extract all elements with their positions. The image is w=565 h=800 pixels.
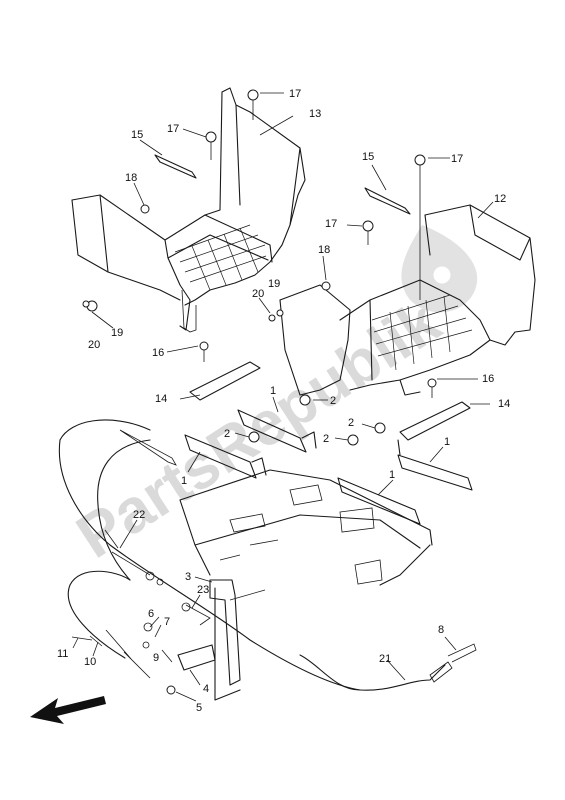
left-footrest [71,87,306,333]
bolts [82,89,437,695]
callout-22: 22 [133,509,145,521]
watermark-gear-icon [401,225,478,313]
nut-20b [268,314,276,322]
callout-2a: 2 [330,395,336,407]
bolt-2b [248,431,260,443]
callout-3: 3 [185,571,191,583]
washer-19b [276,309,284,317]
callout-12: 12 [494,193,506,205]
bolt-16b [427,378,437,398]
callout-21: 21 [379,653,391,665]
bolt-2a [299,394,311,406]
callout-18a: 18 [125,172,137,184]
callout-2c: 2 [323,433,329,445]
callout-16b: 16 [482,373,494,385]
callout-17c: 17 [451,153,463,165]
callout-13: 13 [309,108,321,120]
callout-20b: 20 [88,339,100,351]
callout-20a: 20 [252,288,264,300]
bolt-17b [205,131,217,160]
callout-16a: 16 [152,347,164,359]
callout-labels: 17 13 17 15 15 17 18 12 17 18 19 20 19 2… [57,88,510,714]
pedal-assembly [71,579,241,701]
callout-14a: 14 [155,393,167,405]
callout-18b: 18 [318,244,330,256]
callout-8: 8 [438,624,444,636]
callout-11: 11 [57,648,68,660]
bolt-17c [414,154,426,300]
callout-1a: 1 [270,385,276,397]
callout-19b: 19 [111,327,123,339]
bolt-18b [321,281,331,291]
callout-1b: 1 [444,436,450,448]
cable-21 [299,643,477,691]
callout-15b: 15 [362,151,374,163]
leader-lines [72,92,494,702]
right-footrest [279,204,536,396]
brackets [154,154,471,441]
callout-1d: 1 [389,469,395,481]
callout-6: 6 [148,608,154,620]
bolt-18a [140,204,150,214]
callout-9: 9 [153,652,159,664]
callout-15a: 15 [131,129,143,141]
callout-2b: 2 [224,428,230,440]
callout-17d: 17 [325,218,337,230]
callout-23: 23 [197,584,209,596]
callout-2d: 2 [348,417,354,429]
callout-5: 5 [196,702,202,714]
callout-4: 4 [203,683,209,695]
bolt-2d [374,422,386,434]
bolt-17a [247,89,259,120]
support-brackets [184,409,473,525]
callout-1c: 1 [181,475,187,487]
nut-20a [82,300,90,308]
bolt-16a [199,341,209,362]
callout-14b: 14 [498,398,510,410]
callout-17b: 17 [167,123,179,135]
bolt-17d [362,220,374,245]
brake-cable [67,429,177,659]
callout-17a: 17 [289,88,301,100]
callout-10: 10 [84,656,96,668]
watermark: PartsRepublik [65,225,478,572]
direction-arrow-icon [30,696,106,724]
bolt-2c [347,434,359,446]
bolt-5 [166,685,176,695]
callout-7: 7 [164,616,170,628]
frame [58,419,433,691]
callout-19a: 19 [268,278,280,290]
